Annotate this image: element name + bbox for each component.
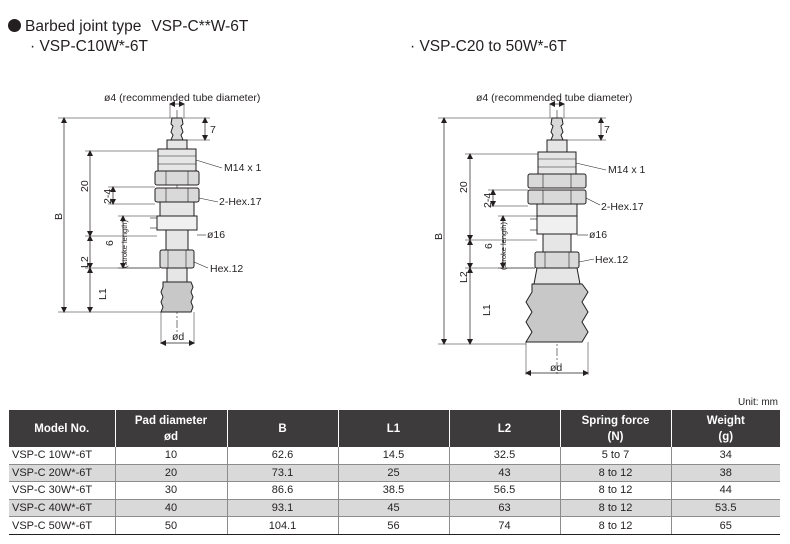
dim-2-4: 2-4 bbox=[102, 189, 114, 204]
dim-7: 7 bbox=[604, 124, 610, 136]
hex17-label: 2-Hex.17 bbox=[219, 196, 262, 208]
dim-B: B bbox=[53, 213, 65, 220]
cell-model: VSP-C 20W*-6T bbox=[9, 464, 116, 483]
cell-l1: 25 bbox=[338, 464, 450, 483]
subtitle-left: · VSP-C10W*-6T bbox=[30, 38, 148, 55]
cell-b: 86.6 bbox=[227, 481, 339, 500]
dim-6: 6 bbox=[104, 240, 116, 246]
cell-l2: 56.5 bbox=[449, 481, 561, 500]
cell-l1: 45 bbox=[338, 499, 450, 518]
cell-pad-diameter: 30 bbox=[115, 481, 228, 500]
cell-weight: 53.5 bbox=[671, 499, 780, 518]
cell-model: VSP-C 50W*-6T bbox=[9, 516, 116, 535]
dim-L1: L1 bbox=[481, 304, 493, 316]
drawing-left-labels: ø4 (recommended tube diameter) 7 M14 x 1… bbox=[53, 92, 262, 343]
heading-model: VSP-C**W-6T bbox=[151, 18, 249, 35]
tube-label: ø4 (recommended tube diameter) bbox=[104, 92, 260, 104]
dim-7: 7 bbox=[210, 124, 216, 136]
drawing-right bbox=[438, 101, 607, 376]
od-label: ød bbox=[172, 331, 184, 343]
dim-2-4: 2-4 bbox=[482, 193, 494, 208]
stroke-label: (stroke length) bbox=[120, 220, 129, 268]
hex12-label: Hex.12 bbox=[595, 254, 628, 266]
header-weight: Weight(g) bbox=[671, 410, 780, 447]
cell-spring-force: 8 to 12 bbox=[560, 499, 672, 518]
od-label: ød bbox=[550, 362, 562, 374]
heading-type: Barbed joint type bbox=[25, 18, 142, 35]
table-row: VSP-C 10W*-6T 10 62.6 14.5 32.5 5 to 7 3… bbox=[9, 447, 780, 465]
dim-20: 20 bbox=[79, 180, 91, 192]
table-row: VSP-C 40W*-6T 40 93.1 45 63 8 to 12 53.5 bbox=[9, 499, 780, 518]
section-heading: Barbed joint type VSP-C**W-6T bbox=[8, 18, 248, 36]
cell-l1: 38.5 bbox=[338, 481, 450, 500]
cell-l2: 63 bbox=[449, 499, 561, 518]
table-row: VSP-C 20W*-6T 20 73.1 25 43 8 to 12 38 bbox=[9, 464, 780, 483]
cell-pad-diameter: 40 bbox=[115, 499, 228, 518]
stroke-label: (stroke length) bbox=[499, 222, 508, 270]
cell-weight: 44 bbox=[671, 481, 780, 500]
cell-spring-force: 8 to 12 bbox=[560, 481, 672, 500]
cell-l2: 32.5 bbox=[449, 447, 561, 465]
cell-spring-force: 8 to 12 bbox=[560, 516, 672, 535]
cell-l2: 74 bbox=[449, 516, 561, 535]
subtitle-right: · VSP-C20 to 50W*-6T bbox=[410, 38, 567, 55]
thread-label: M14 x 1 bbox=[224, 162, 262, 174]
phi16-label: ø16 bbox=[207, 229, 225, 241]
header-l2: L2 bbox=[449, 410, 561, 447]
cell-weight: 34 bbox=[671, 447, 780, 465]
cell-pad-diameter: 20 bbox=[115, 464, 228, 483]
table-row: VSP-C 30W*-6T 30 86.6 38.5 56.5 8 to 12 … bbox=[9, 481, 780, 500]
cell-b: 73.1 bbox=[227, 464, 339, 483]
cell-b: 93.1 bbox=[227, 499, 339, 518]
cell-model: VSP-C 10W*-6T bbox=[9, 447, 116, 465]
header-model: Model No. bbox=[9, 410, 116, 447]
thread-label: M14 x 1 bbox=[608, 164, 646, 176]
cell-weight: 38 bbox=[671, 464, 780, 483]
cell-spring-force: 5 to 7 bbox=[560, 447, 672, 465]
cell-pad-diameter: 10 bbox=[115, 447, 228, 465]
dim-L2: L2 bbox=[458, 271, 470, 283]
cell-b: 104.1 bbox=[227, 516, 339, 535]
technical-drawings: ø4 (recommended tube diameter) 7 M14 x 1… bbox=[53, 92, 646, 376]
cell-model: VSP-C 40W*-6T bbox=[9, 499, 116, 518]
cell-b: 62.6 bbox=[227, 447, 339, 465]
hex12-label: Hex.12 bbox=[210, 263, 243, 275]
dim-L1: L1 bbox=[97, 288, 109, 300]
dim-L2: L2 bbox=[79, 256, 91, 268]
cell-l2: 43 bbox=[449, 464, 561, 483]
dim-20: 20 bbox=[458, 181, 470, 193]
header-l1: L1 bbox=[338, 410, 450, 447]
cell-weight: 65 bbox=[671, 516, 780, 535]
phi16-label: ø16 bbox=[589, 229, 607, 241]
cell-l1: 14.5 bbox=[338, 447, 450, 465]
cell-model: VSP-C 30W*-6T bbox=[9, 481, 116, 500]
header-b: B bbox=[227, 410, 339, 447]
table-row: VSP-C 50W*-6T 50 104.1 56 74 8 to 12 65 bbox=[9, 516, 780, 535]
dim-B: B bbox=[433, 233, 445, 240]
cell-pad-diameter: 50 bbox=[115, 516, 228, 535]
cell-l1: 56 bbox=[338, 516, 450, 535]
drawing-left bbox=[58, 101, 223, 346]
tube-label: ø4 (recommended tube diameter) bbox=[476, 92, 632, 104]
header-spring-force: Spring force(N) bbox=[560, 410, 672, 447]
drawing-right-labels: ø4 (recommended tube diameter) 7 M14 x 1… bbox=[433, 92, 646, 374]
cell-spring-force: 8 to 12 bbox=[560, 464, 672, 483]
bullet-icon bbox=[8, 19, 21, 32]
unit-label: Unit: mm bbox=[738, 397, 778, 408]
dim-6: 6 bbox=[483, 243, 495, 249]
hex17-label: 2-Hex.17 bbox=[601, 201, 644, 213]
